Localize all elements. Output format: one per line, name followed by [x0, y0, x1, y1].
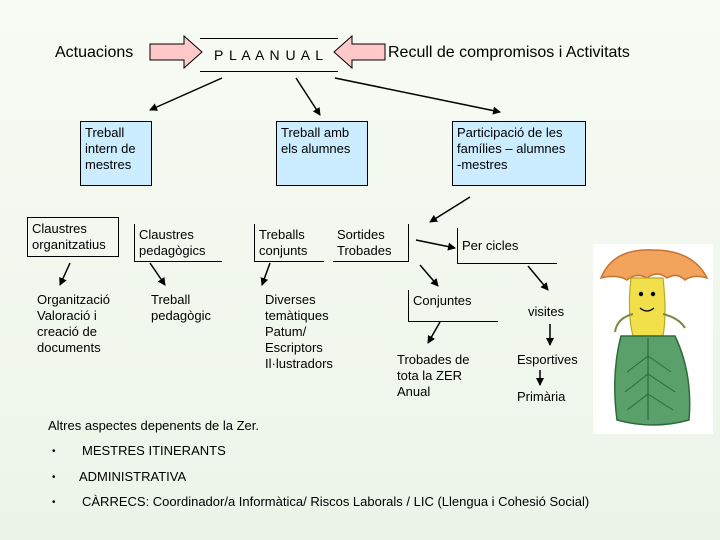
- arrow-ped: [149, 262, 166, 286]
- primaria-text: Primària: [517, 389, 566, 404]
- sortides-trobades-box: Sortides Trobades: [333, 224, 409, 262]
- bullet-2: •: [52, 472, 56, 483]
- arrow-percicles-visites: [527, 265, 549, 291]
- branch-internal-box: Treball intern de mestres: [80, 121, 152, 186]
- arrow-title-internal: [149, 77, 223, 111]
- treballs-conjunts-box: Treballs conjunts: [254, 224, 324, 262]
- organitzacio-text: Organització Valoració i creació de docu…: [37, 292, 110, 355]
- conjuntes-box: Conjuntes: [408, 290, 498, 322]
- bullet-1: •: [52, 446, 56, 457]
- claustres-organitzatius-box: Claustres organitzatius: [27, 217, 119, 257]
- plan-anual-title-box: P L A A N U A L: [200, 38, 338, 72]
- arrow-org: [59, 262, 71, 286]
- footer-item-administrativa: ADMINISTRATIVA: [79, 469, 187, 484]
- treball-pedagogic-text: Treball pedagògic: [151, 292, 211, 323]
- arrow-title-students: [295, 77, 321, 116]
- branch-students-box: Treball amb els alumnes: [276, 121, 368, 186]
- arrow-title-families: [334, 77, 501, 115]
- arrow-conjunts: [260, 262, 271, 286]
- branch-families-box: Participació de les famílies – alumnes -…: [452, 121, 586, 186]
- mushroom-character-drawing: [599, 249, 709, 426]
- actuacions-label: Actuacions: [55, 44, 134, 61]
- illustration-frame: [593, 244, 713, 434]
- trobades-zer-text: Trobades de tota la ZER Anual: [397, 352, 470, 399]
- footer-item-mestres: MESTRES ITINERANTS: [82, 443, 226, 458]
- left-pointing-block-arrow: [333, 34, 386, 70]
- plan-anual-title: P L A A N U A L: [214, 47, 324, 63]
- per-cicles-box: Per cicles: [457, 228, 557, 264]
- arrow-sortides-percicles: [415, 239, 456, 251]
- arrow-families-percicles: [429, 196, 471, 223]
- footer-item-carrecs: CÀRRECS: Coordinador/a Informàtica/ Risc…: [82, 494, 590, 509]
- right-pointing-block-arrow: [149, 34, 203, 70]
- visites-text: visites: [528, 304, 565, 319]
- recull-label: Recull de compromisos i Activitats: [388, 44, 630, 61]
- arrow-conjuntes-trobades: [427, 321, 441, 344]
- bullet-3: •: [52, 497, 56, 508]
- footer-heading: Altres aspectes depenents de la Zer.: [48, 418, 260, 433]
- arrow-percicles-conjuntes: [419, 264, 439, 287]
- claustres-pedagogics-box: Claustres pedagògics: [134, 224, 222, 262]
- diverses-tematiques-text: Diverses temàtiques Patum/ Escriptors Il…: [265, 292, 333, 371]
- esportives-text: Esportives: [517, 352, 578, 367]
